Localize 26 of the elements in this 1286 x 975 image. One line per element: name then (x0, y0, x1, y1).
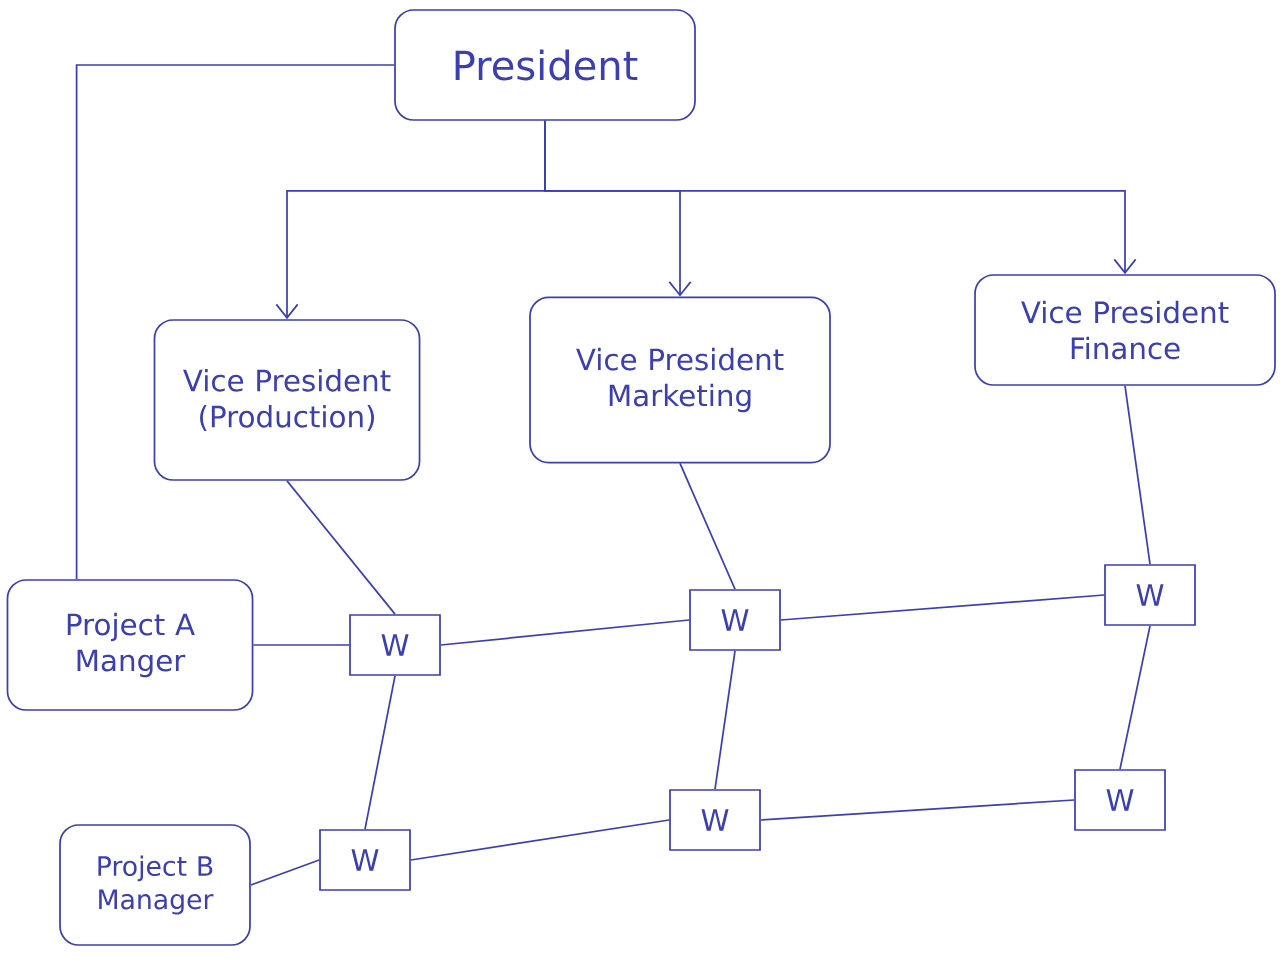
connector-line (440, 619, 690, 646)
work-box: W (1074, 769, 1166, 831)
connector-line (780, 594, 1105, 621)
connector-line (1124, 385, 1151, 565)
connector-line (75, 64, 395, 580)
role-box: President (394, 9, 696, 121)
role-box: Vice President Finance (974, 274, 1276, 386)
connector-line (286, 480, 396, 615)
role-box: Project A Manger (6, 579, 254, 711)
role-box: Vice President (Production) (153, 319, 421, 481)
arrow (544, 120, 1137, 275)
role-box: Vice President Marketing (529, 296, 831, 464)
work-box: W (349, 614, 441, 676)
work-box: W (669, 789, 761, 851)
work-box: W (1104, 564, 1196, 626)
role-box: Project B Manager (59, 824, 251, 946)
connector-line (679, 462, 736, 590)
connector-line (250, 859, 320, 886)
connector-line (760, 799, 1075, 821)
work-box: W (689, 589, 781, 651)
connector-line (364, 675, 396, 830)
connector-line (1119, 625, 1151, 770)
connector-line (714, 650, 736, 790)
connector-line (410, 819, 670, 861)
connector-line (252, 644, 350, 646)
work-box: W (319, 829, 411, 891)
